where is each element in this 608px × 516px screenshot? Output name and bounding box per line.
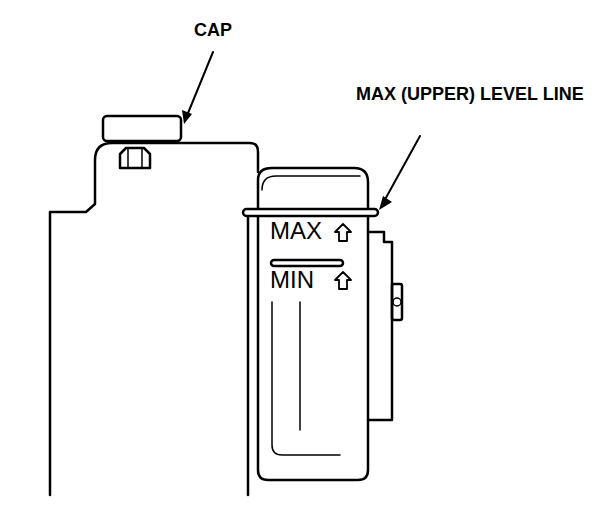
hex-nut-flats bbox=[128, 149, 142, 168]
reservoir-rim bbox=[262, 176, 360, 190]
arrowhead bbox=[182, 110, 192, 124]
max-level-line bbox=[243, 209, 378, 216]
bolt-head bbox=[393, 298, 401, 306]
level-mark: MAX bbox=[270, 217, 334, 246]
min-level-line bbox=[271, 260, 343, 266]
cap bbox=[103, 116, 181, 141]
leader-line bbox=[186, 52, 213, 118]
up-arrow-symbol bbox=[335, 272, 351, 289]
up-arrow-symbol bbox=[335, 224, 351, 241]
mounting-bracket bbox=[368, 232, 392, 420]
part-label: MAX (UPPER) LEVEL LINE bbox=[356, 84, 592, 106]
part-label: CAP bbox=[194, 20, 254, 42]
hex-nut bbox=[120, 148, 150, 168]
body-edge bbox=[247, 214, 250, 495]
leader-line bbox=[382, 136, 420, 205]
level-mark: MIN bbox=[270, 266, 334, 295]
reservoir-inner-lines bbox=[272, 302, 340, 455]
bolt bbox=[392, 284, 402, 320]
body-outline bbox=[50, 143, 258, 495]
arrowhead bbox=[379, 196, 392, 210]
